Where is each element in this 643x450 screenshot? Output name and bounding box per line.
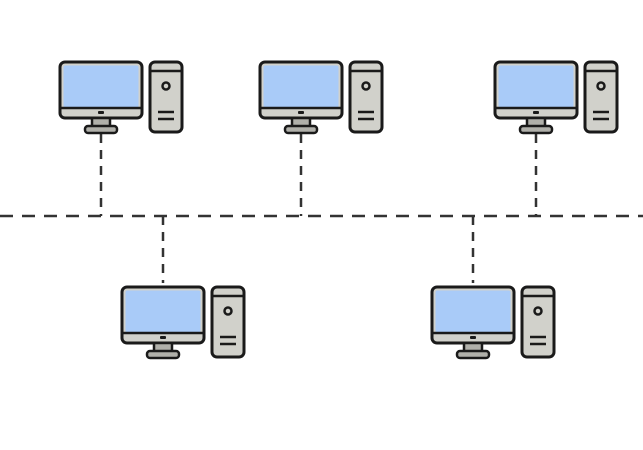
monitor-screen: [63, 65, 139, 108]
tower-case: [148, 60, 184, 134]
monitor-screen: [125, 290, 201, 333]
power-led: [533, 111, 539, 114]
tower-case: [520, 285, 556, 359]
tower-case: [583, 60, 619, 134]
links-layer: [99, 134, 538, 283]
nodes-layer: [58, 60, 619, 360]
monitor-screen: [498, 65, 574, 108]
monitor-base: [283, 124, 319, 135]
tower-power-button: [161, 81, 171, 91]
tower-power-button: [361, 81, 371, 91]
desktop-computer-icon-pc-1: [58, 60, 184, 135]
desktop-computer-icon-pc-5: [430, 285, 556, 360]
monitor-screen: [263, 65, 339, 108]
monitor-base: [83, 124, 119, 135]
tower-case: [210, 285, 246, 359]
power-led: [98, 111, 104, 114]
power-led: [160, 336, 166, 339]
tower-power-button: [596, 81, 606, 91]
tower-power-button: [533, 306, 543, 316]
tower-case: [348, 60, 384, 134]
desktop-computer-icon-pc-2: [258, 60, 384, 135]
monitor-base: [518, 124, 554, 135]
monitor-base: [145, 349, 181, 360]
desktop-computer-icon-pc-3: [493, 60, 619, 135]
monitor-base: [455, 349, 491, 360]
monitor-screen: [435, 290, 511, 333]
desktop-computer-icon-pc-4: [120, 285, 246, 360]
tower-power-button: [223, 306, 233, 316]
power-led: [470, 336, 476, 339]
power-led: [298, 111, 304, 114]
